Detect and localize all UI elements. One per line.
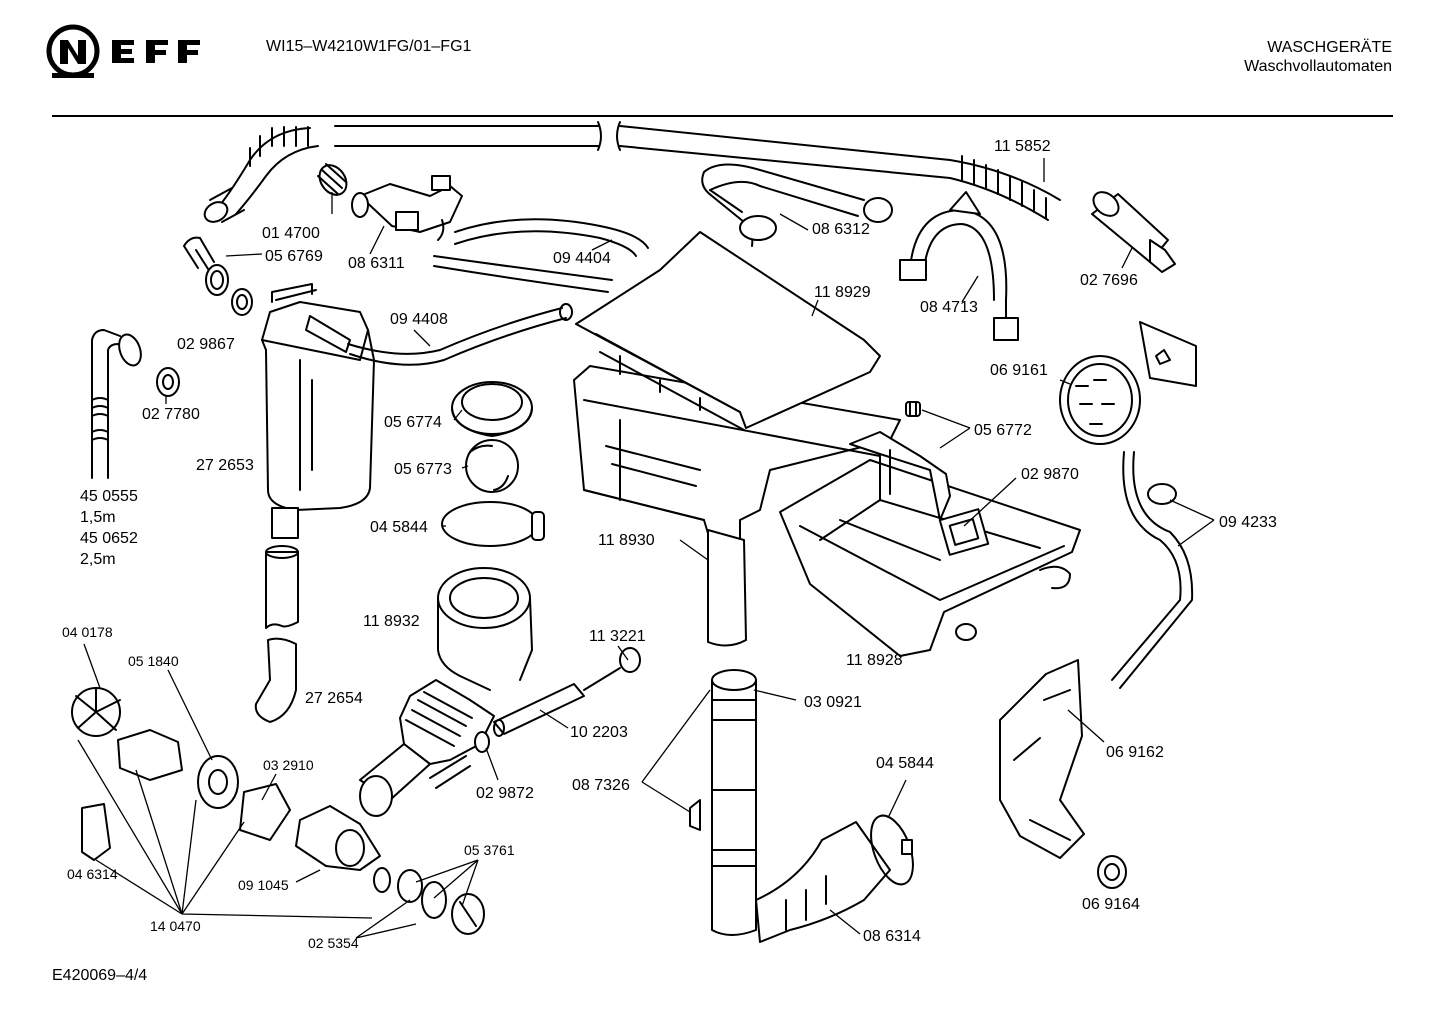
label-272654: 27 2654 xyxy=(305,690,363,707)
pressure-chamber-drawing xyxy=(261,283,375,539)
inlet-hose-drawing xyxy=(219,121,1061,221)
sump-drawing xyxy=(359,567,533,817)
label-056772: 05 6772 xyxy=(974,422,1032,439)
label-056774: 05 6774 xyxy=(384,414,442,431)
header-rule xyxy=(52,115,1393,117)
label-046314: 04 6314 xyxy=(67,866,118,882)
model-number: WI15–W4210W1FG/01–FG1 xyxy=(266,38,472,55)
label-045844-upper: 04 5844 xyxy=(370,519,428,536)
sensor-bracket-drawing xyxy=(999,659,1127,889)
rod-parts-drawing xyxy=(474,647,641,753)
label-053761: 05 3761 xyxy=(464,842,515,858)
drain-hose-drawing xyxy=(91,329,180,479)
label-118932: 11 8932 xyxy=(363,613,420,630)
label-051840: 05 1840 xyxy=(128,653,179,669)
dispenser-cover-drawing xyxy=(575,231,881,431)
leader-lines xyxy=(77,158,1215,939)
label-094233: 09 4233 xyxy=(1219,514,1277,531)
solenoid-valve-drawing xyxy=(351,175,463,241)
hose-272654-drawing xyxy=(254,545,299,723)
label-027780: 02 7780 xyxy=(142,406,200,423)
label-056773: 05 6773 xyxy=(394,461,452,478)
detergent-drawer-housing-drawing xyxy=(573,365,901,647)
label-115852: 11 5852 xyxy=(994,138,1051,155)
ball-056773-drawing xyxy=(465,439,519,493)
document-code: E420069–4/4 xyxy=(52,967,148,984)
detergent-tray-drawing xyxy=(779,459,1081,657)
category-line-2: Waschvollautomaten xyxy=(1244,58,1392,75)
category-title: WASCHGERÄTE Waschvollautomaten xyxy=(1244,38,1392,76)
label-084713: 08 4713 xyxy=(920,299,978,316)
label-length-1-5m: 1,5m xyxy=(80,509,116,526)
category-line-1: WASCHGERÄTE xyxy=(1267,39,1392,56)
label-118929: 11 8929 xyxy=(814,284,871,301)
pump-parts-drawing xyxy=(71,687,485,935)
label-113221: 11 3221 xyxy=(589,628,646,645)
label-087326: 08 7326 xyxy=(572,777,630,794)
label-094408: 09 4408 xyxy=(390,311,448,328)
label-040178: 04 0178 xyxy=(62,624,113,640)
label-032910: 03 2910 xyxy=(263,757,314,773)
label-045844-lower: 04 5844 xyxy=(876,755,934,772)
hose-fitting-drawing xyxy=(1091,191,1176,273)
label-086311: 08 6311 xyxy=(348,255,405,272)
label-272653: 27 2653 xyxy=(196,457,254,474)
part-labels: 01 4700 05 6769 08 6311 09 4404 08 6312 … xyxy=(62,138,1277,951)
label-450652: 45 0652 xyxy=(80,530,138,547)
label-069162: 06 9162 xyxy=(1106,744,1164,761)
elbow-seals-drawing xyxy=(183,236,253,316)
label-069164: 06 9164 xyxy=(1082,896,1140,913)
label-086314: 08 6314 xyxy=(863,928,921,945)
label-094404: 09 4404 xyxy=(553,250,611,267)
label-027696: 02 7696 xyxy=(1080,272,1138,289)
hose-end-left-drawing xyxy=(203,187,245,223)
hose-086312-drawing xyxy=(701,163,893,247)
neff-logo-icon xyxy=(46,24,200,78)
label-029870: 02 9870 xyxy=(1021,466,1079,483)
drain-pipe-drawing xyxy=(689,669,891,943)
seal-056774-drawing xyxy=(451,381,533,437)
strainer-drawing xyxy=(317,163,348,196)
label-091045: 09 1045 xyxy=(238,877,289,893)
label-length-2-5m: 2,5m xyxy=(80,551,116,568)
label-025354: 02 5354 xyxy=(308,935,359,951)
label-450555: 45 0555 xyxy=(80,488,138,505)
label-118928: 11 8928 xyxy=(846,652,903,669)
label-118930: 11 8930 xyxy=(598,532,655,549)
label-030921: 03 0921 xyxy=(804,694,862,711)
hose-094404-drawing xyxy=(433,218,649,293)
label-014700: 01 4700 xyxy=(262,225,320,242)
clamp-lower-drawing xyxy=(870,814,914,886)
label-086312: 08 6312 xyxy=(812,221,870,238)
pressure-switch-drawing xyxy=(1059,321,1197,445)
label-102203: 10 2203 xyxy=(570,724,628,741)
hose-094408-drawing xyxy=(347,303,573,366)
label-029867: 02 9867 xyxy=(177,336,235,353)
label-140470: 14 0470 xyxy=(150,918,201,934)
hose-094233-drawing xyxy=(1111,451,1194,689)
clamp-drawing xyxy=(441,501,545,547)
label-069161: 06 9161 xyxy=(990,362,1048,379)
bracket-drawing xyxy=(849,431,990,556)
label-056769: 05 6769 xyxy=(265,248,323,265)
label-029872: 02 9872 xyxy=(476,785,534,802)
hose-bracket-drawing xyxy=(899,191,1019,341)
cap-056772-drawing xyxy=(905,401,921,417)
